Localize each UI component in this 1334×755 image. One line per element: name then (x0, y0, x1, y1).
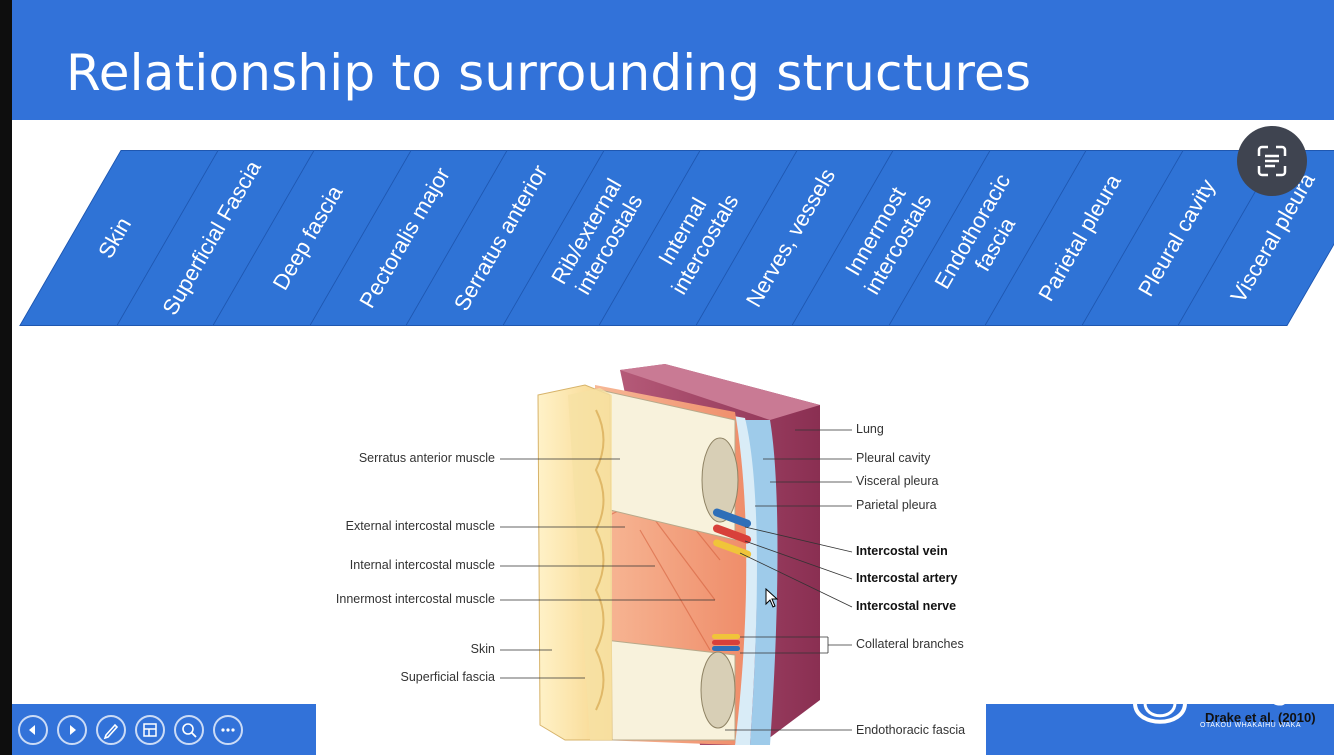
zoom-icon (182, 723, 197, 738)
label-collateral-branches: Collateral branches (856, 637, 964, 651)
pen-tool-button[interactable] (96, 715, 126, 745)
mouse-cursor-icon (765, 588, 779, 608)
label-pleural-cavity: Pleural cavity (856, 451, 931, 465)
label-skin: Skin (470, 642, 495, 656)
label-lung: Lung (856, 422, 884, 436)
label-innermost-intercostal-muscle: Innermost intercostal muscle (335, 592, 495, 606)
more-icon (221, 728, 235, 732)
label-serratus-anterior-muscle: Serratus anterior muscle (358, 451, 495, 465)
university-sub-logo: OTAKOU WHAKAIHU WAKA (1200, 722, 1302, 729)
scan-text-icon (1257, 145, 1287, 177)
label-superficial-fascia: Superficial fascia (400, 670, 496, 684)
label-endothoracic-fascia: Endothoracic fascia (856, 723, 966, 737)
label-intercostal-vein: Intercostal vein (856, 544, 948, 558)
pen-icon (103, 723, 119, 740)
label-parietal-pleura: Parietal pleura (856, 498, 937, 512)
label-intercostal-artery: Intercostal artery (856, 571, 958, 585)
label-internal-intercostal-muscle: Internal intercostal muscle (349, 558, 495, 572)
next-slide-button[interactable] (57, 715, 87, 745)
citation: Drake et al. (2010) (1205, 710, 1316, 725)
university-logo-text: of Otago (1178, 672, 1309, 707)
next-icon (70, 725, 76, 735)
see-all-slides-button[interactable] (135, 715, 165, 745)
slide-title: Relationship to surrounding structures (66, 44, 1032, 102)
label-intercostal-nerve: Intercostal nerve (856, 599, 957, 613)
previous-icon (29, 725, 35, 735)
zoom-button[interactable] (174, 715, 204, 745)
more-options-button[interactable] (213, 715, 243, 745)
footer-bar (986, 704, 1334, 755)
label-visceral-pleura: Visceral pleura (856, 474, 939, 488)
visual-search-button[interactable] (1237, 126, 1307, 196)
label-external-intercostal-muscle: External intercostal muscle (345, 519, 495, 533)
slides-view-icon (143, 723, 157, 737)
university-logo-icon (1133, 702, 1187, 724)
previous-slide-button[interactable] (18, 715, 48, 745)
